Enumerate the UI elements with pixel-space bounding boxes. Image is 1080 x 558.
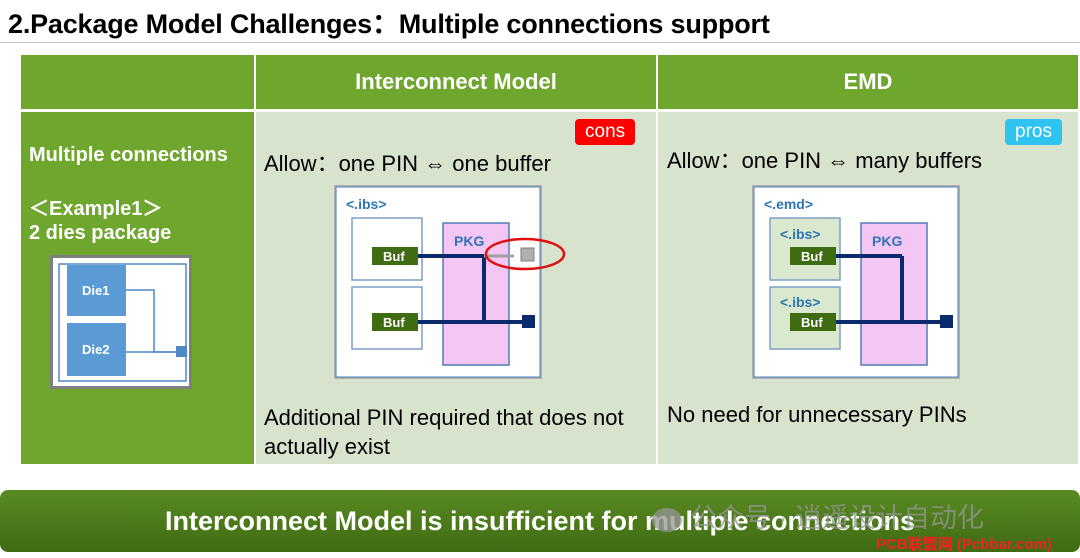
row-label-cell: Multiple connections ＜Example1＞ 2 dies p…: [21, 112, 254, 464]
pros-tag: pros: [1005, 119, 1062, 145]
real-pin: [522, 315, 535, 328]
title-divider: [0, 42, 1080, 43]
cons-tag: cons: [575, 119, 636, 145]
emd-note: No need for unnecessary PINs: [667, 402, 967, 427]
emd-pkg-label: PKG: [872, 233, 902, 249]
emd-buf-1: [790, 247, 836, 265]
interconnect-note: Additional PIN required that does not ac…: [264, 405, 624, 459]
emd-buf-1-label: Buf: [801, 249, 823, 264]
header-empty-cell: [21, 55, 254, 109]
die1-box: [67, 265, 126, 316]
emd-buf-2-label: Buf: [801, 315, 823, 330]
conclusion-banner: Interconnect Model is insufficient for m…: [0, 490, 1080, 552]
header-interconnect-model: Interconnect Model: [256, 55, 656, 109]
interconnect-model-diagram: <.ibs> PKG Buf Buf: [334, 185, 566, 379]
pkg-label: PKG: [454, 233, 484, 249]
two-die-package-diagram: Die1 Die2: [50, 255, 192, 389]
extra-pin: [520, 247, 535, 262]
emd-ibs-label-2: <.ibs>: [780, 294, 820, 310]
die1-label: Die1: [82, 283, 109, 298]
slide-title: 2.Package Model Challenges：Multiple conn…: [8, 9, 770, 39]
die2-label: Die2: [82, 342, 109, 357]
emd-model-diagram: <.emd> <.ibs> <.ibs> PKG Buf Buf: [752, 185, 960, 379]
watermark: 公众号 · 逍遥设计自动化: [652, 496, 984, 535]
header-emd-label: EMD: [843, 69, 893, 94]
wechat-icon: [652, 507, 682, 532]
buf-2: [372, 313, 418, 331]
emd-buf-2: [790, 313, 836, 331]
emd-ibs-label-1: <.ibs>: [780, 226, 820, 242]
interconnect-cell: cons Allow：one PIN ⇔ one buffer <.ibs> P…: [256, 112, 656, 464]
package-pin: [176, 346, 187, 357]
buf-2-label: Buf: [383, 315, 405, 330]
die2-box: [67, 323, 126, 376]
problem-highlight: [484, 237, 566, 271]
watermark-text: 公众号 · 逍遥设计自动化: [690, 503, 984, 533]
pkg-box: [442, 222, 510, 366]
header-interconnect-label: Interconnect Model: [355, 69, 557, 94]
row-label: Multiple connections: [29, 144, 228, 166]
emd-pin: [940, 315, 953, 328]
emd-allow-text: Allow：one PIN ⇔ many buffers: [667, 148, 983, 173]
emd-label: <.emd>: [764, 196, 813, 212]
emd-pkg-box: [860, 222, 928, 366]
buf-1-label: Buf: [383, 249, 405, 264]
example-label: ＜Example1＞: [29, 198, 163, 220]
ibs-label: <.ibs>: [346, 196, 386, 212]
emd-cell: pros Allow：one PIN ⇔ many buffers <.emd>…: [658, 112, 1078, 464]
conclusion-text: Interconnect Model is insufficient for m…: [164, 505, 916, 536]
example-desc: 2 dies package: [29, 222, 172, 244]
header-emd: EMD: [658, 55, 1078, 109]
buf-1: [372, 247, 418, 265]
watermark-site: PCB联盟网 (Pcbbar.com): [876, 536, 1052, 553]
interconnect-allow-text: Allow：one PIN ⇔ one buffer: [264, 151, 551, 176]
